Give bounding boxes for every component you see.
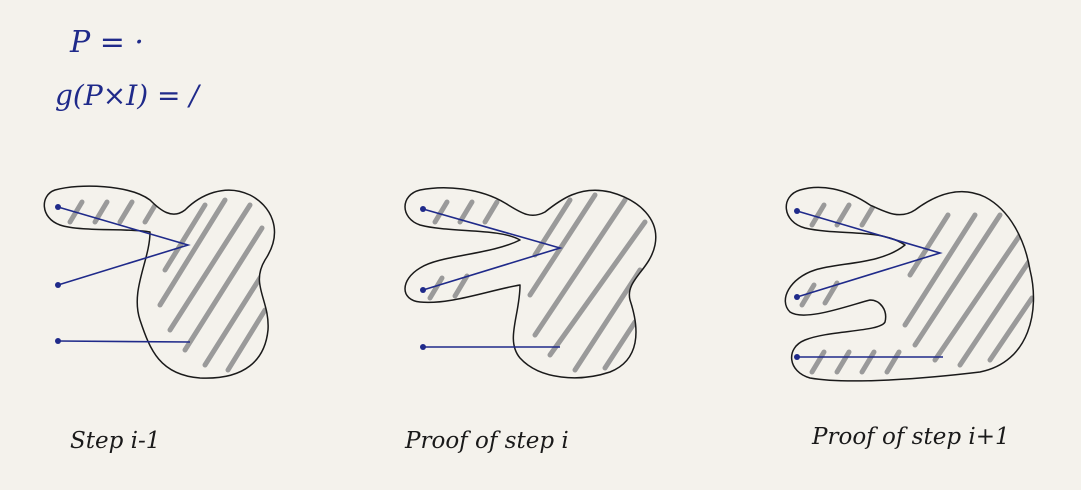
point-dot [420, 287, 426, 293]
caption-step-current: Proof of step i [404, 428, 569, 454]
caption-step-prev: Step i-1 [70, 428, 160, 454]
point-dot [55, 204, 61, 210]
hatching [70, 200, 265, 370]
panel-step-next: Proof of step i+1 [785, 187, 1033, 450]
caption-step-next: Proof of step i+1 [811, 424, 1010, 450]
point-dot [794, 354, 800, 360]
notes: P = · g(P×I) = / [55, 25, 201, 112]
point-dot [794, 208, 800, 214]
note-point: P = · [69, 25, 144, 60]
note-path: g(P×I) = / [55, 79, 201, 112]
point-dot [794, 294, 800, 300]
point-dot [55, 282, 61, 288]
panel-step-current: Proof of step i [404, 188, 656, 454]
point-dot [55, 338, 61, 344]
point-dot [420, 206, 426, 212]
point-dot [420, 344, 426, 350]
hatching [802, 205, 1032, 372]
path-segment-straight [58, 341, 190, 342]
path-segments [797, 211, 940, 297]
panel-step-prev: Step i-1 [44, 186, 274, 454]
hatching [430, 195, 645, 370]
